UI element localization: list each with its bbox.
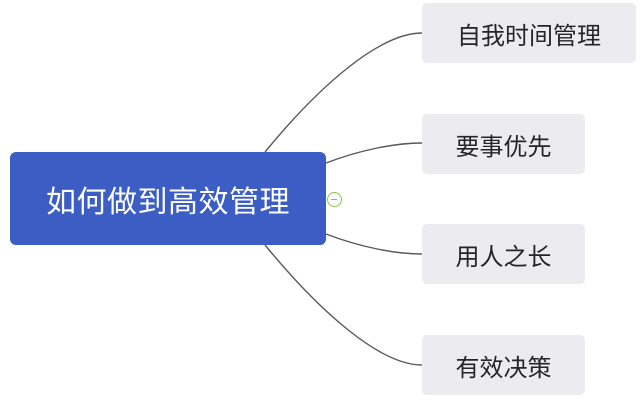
subtopic-node[interactable]: 要事优先 (422, 114, 585, 174)
root-topic-node[interactable]: 如何做到高效管理 (10, 152, 326, 245)
connector-line (325, 233, 423, 255)
connector-line (325, 142, 423, 164)
subtopic-label: 用人之长 (455, 242, 552, 271)
root-topic-label: 如何做到高效管理 (46, 184, 290, 220)
subtopic-node[interactable]: 用人之长 (422, 224, 585, 284)
subtopic-label: 自我时间管理 (457, 21, 601, 50)
connector-line (264, 32, 423, 153)
subtopic-label: 有效决策 (455, 353, 552, 382)
connector-line (264, 244, 423, 366)
subtopic-node[interactable]: 自我时间管理 (422, 3, 636, 63)
subtopic-label: 要事优先 (455, 132, 552, 161)
collapse-toggle-icon[interactable] (327, 192, 342, 207)
subtopic-node[interactable]: 有效决策 (422, 335, 585, 395)
